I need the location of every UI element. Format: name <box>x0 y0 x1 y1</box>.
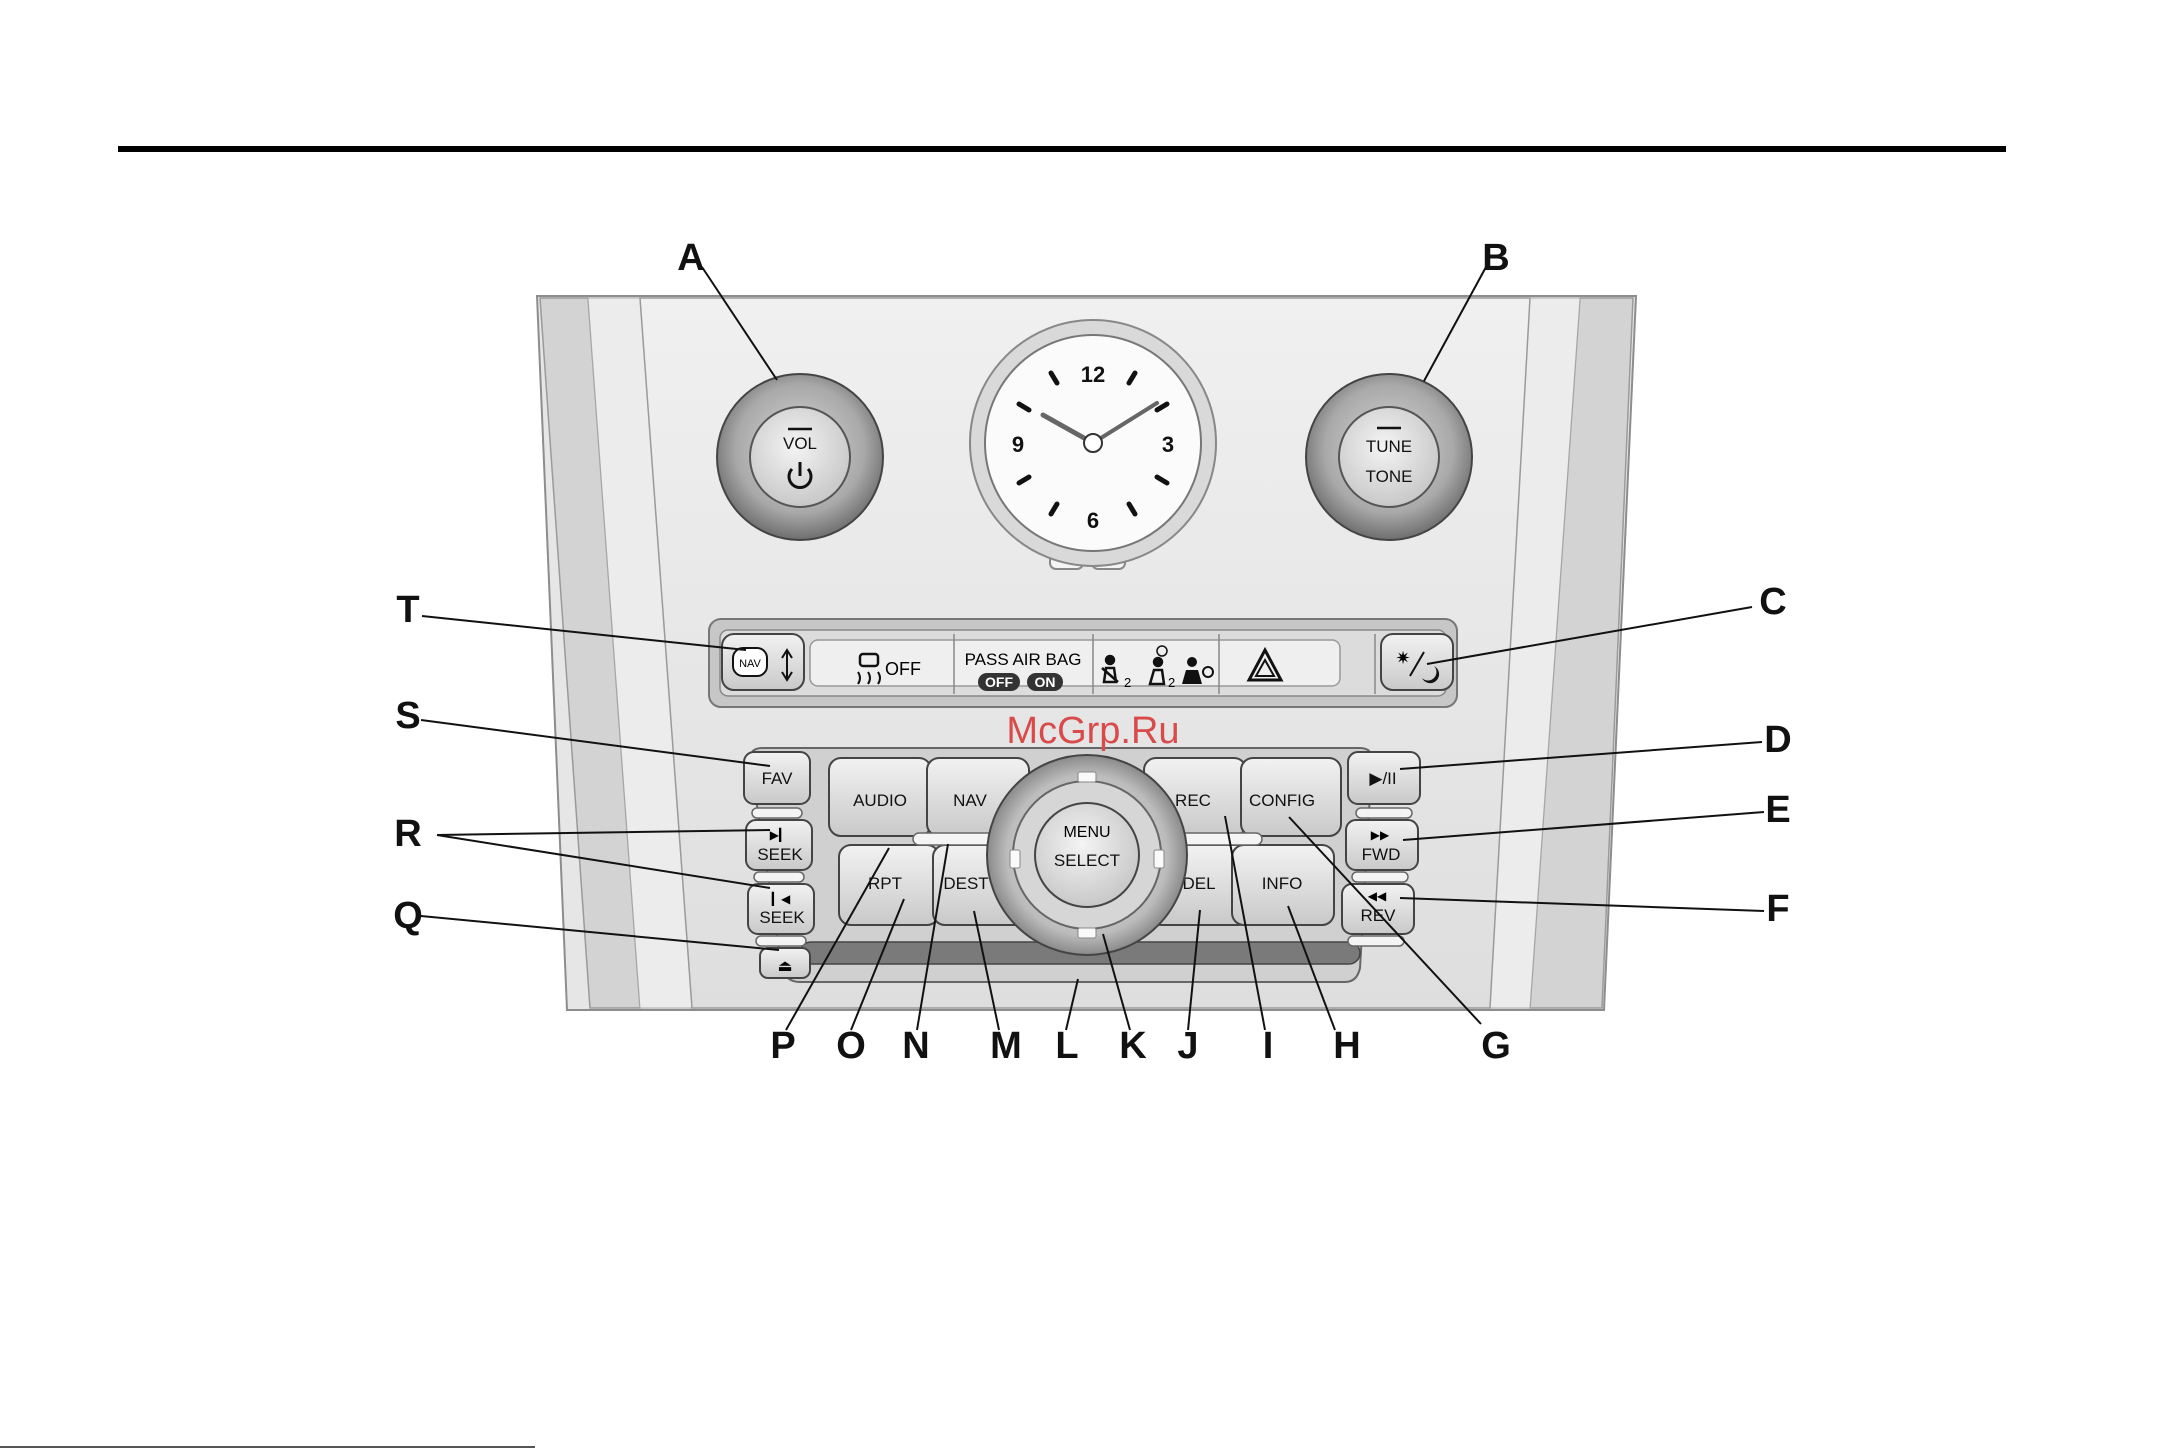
clock-number-12: 12 <box>1081 362 1105 387</box>
callout-k: K <box>1119 1025 1147 1067</box>
fwd-label: FWD <box>1362 845 1401 864</box>
rewind-icon: ◀◀ <box>1368 889 1387 903</box>
menu-label: MENU <box>1063 824 1110 841</box>
rev-indicator <box>1348 936 1404 946</box>
audio-label: AUDIO <box>853 791 907 810</box>
header-rule <box>118 146 2006 152</box>
rev-button[interactable]: ◀◀ REV <box>1342 884 1414 934</box>
callout-p: P <box>770 1025 795 1067</box>
nav-small-label: NAV <box>739 658 761 670</box>
clock-number-6: 6 <box>1087 508 1099 533</box>
pass-air-bag-label: PASS AIR BAG <box>965 650 1082 669</box>
vol-label: VOL <box>783 434 817 453</box>
rev-label: REV <box>1361 906 1397 925</box>
status-strip <box>709 619 1457 707</box>
next-track-icon: ▶▎ <box>770 827 788 842</box>
seek-forward-label: SEEK <box>757 845 803 864</box>
prev-track-icon: ▎◀ <box>771 891 791 906</box>
callout-i: I <box>1263 1025 1274 1067</box>
nav-screen-tilt-button[interactable]: NAV <box>722 634 804 690</box>
seek-back-button[interactable]: ▎◀ SEEK <box>748 884 814 934</box>
callout-s: S <box>395 695 420 737</box>
eject-icon: ⏏ <box>777 956 792 975</box>
callout-q: Q <box>393 895 423 937</box>
seek-forward-button[interactable]: ▶▎ SEEK <box>746 820 812 870</box>
tune-label: TUNE <box>1366 437 1412 456</box>
callout-b: B <box>1482 237 1509 279</box>
callout-n: N <box>902 1025 929 1067</box>
callout-l: L <box>1055 1025 1078 1067</box>
play-indicator <box>1356 808 1412 818</box>
dest-label: DEST <box>943 874 988 893</box>
rpt-button[interactable]: RPT <box>839 845 939 925</box>
audio-button[interactable]: AUDIO <box>829 758 931 836</box>
clock-number-9: 9 <box>1012 432 1024 457</box>
fwd-indicator <box>1352 872 1408 882</box>
callout-t: T <box>396 589 419 631</box>
config-label: CONFIG <box>1249 791 1315 810</box>
fav-indicator <box>752 808 802 818</box>
analog-clock: 12 3 6 9 <box>970 320 1216 569</box>
airbag-on-badge: ON <box>1035 674 1056 690</box>
fwd-button[interactable]: ▶▶ FWD <box>1346 820 1418 870</box>
info-label: INFO <box>1262 874 1303 893</box>
callout-g: G <box>1481 1025 1511 1067</box>
info-button[interactable]: INFO <box>1232 845 1334 925</box>
eject-button[interactable]: ⏏ <box>760 948 810 978</box>
fav-button[interactable]: FAV <box>744 752 810 804</box>
fast-forward-icon: ▶▶ <box>1371 828 1390 842</box>
callout-m: M <box>990 1025 1022 1067</box>
select-label: SELECT <box>1054 851 1120 870</box>
callout-o: O <box>836 1025 866 1067</box>
svg-text:2: 2 <box>1124 675 1131 690</box>
callout-e: E <box>1765 789 1790 831</box>
seek-indicator <box>754 872 804 882</box>
callout-j: J <box>1177 1025 1198 1067</box>
rec-label: REC <box>1175 791 1211 810</box>
right-slot-indicator <box>1178 833 1262 845</box>
config-button[interactable]: CONFIG <box>1241 758 1341 836</box>
play-pause-label: ▶/II <box>1369 769 1396 788</box>
menu-select-dial[interactable]: MENU SELECT <box>987 755 1187 955</box>
svg-text:2: 2 <box>1168 675 1175 690</box>
clock-hub <box>1084 434 1102 452</box>
callout-f: F <box>1766 888 1789 930</box>
watermark-text: McGrp.Ru <box>1006 710 1179 752</box>
nav-label: NAV <box>953 791 987 810</box>
callout-h: H <box>1333 1025 1360 1067</box>
callout-c: C <box>1759 581 1786 623</box>
left-slot-indicator <box>913 833 997 845</box>
svg-text:✷: ✷ <box>1395 648 1410 669</box>
tune-tone-knob[interactable]: TUNE TONE <box>1306 374 1472 540</box>
play-pause-button[interactable]: ▶/II <box>1348 752 1420 804</box>
callout-d: D <box>1764 719 1791 761</box>
airbag-off-badge: OFF <box>985 674 1013 690</box>
seek-back-label: SEEK <box>759 908 805 927</box>
del-label: DEL <box>1182 874 1215 893</box>
clock-number-3: 3 <box>1162 432 1174 457</box>
seek-back-indicator <box>756 936 806 946</box>
traction-off-label: OFF <box>885 659 921 679</box>
tone-label: TONE <box>1366 467 1413 486</box>
fav-label: FAV <box>762 769 794 788</box>
volume-knob[interactable]: VOL <box>717 374 883 540</box>
callout-r: R <box>394 813 421 855</box>
callout-a: A <box>677 237 704 279</box>
